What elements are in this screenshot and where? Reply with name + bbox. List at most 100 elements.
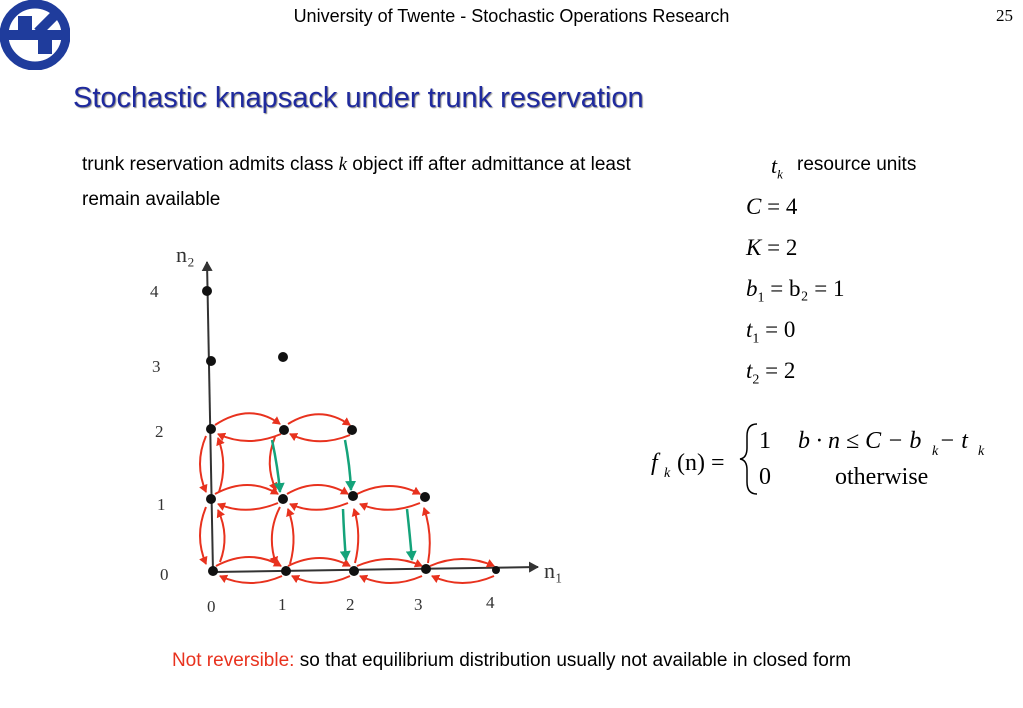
y-tick-label: 4 [150, 282, 159, 301]
transition-arrow [429, 558, 495, 568]
state-dot [349, 566, 359, 576]
formula-brace [739, 423, 758, 495]
case1-sub-1: k [932, 444, 939, 459]
transition-arrow [431, 574, 495, 584]
y-axis-label: n₂ [176, 242, 195, 267]
transition-arrow [291, 575, 351, 584]
transition-arrow [219, 574, 283, 584]
x-tick-label: 1 [278, 595, 287, 614]
param-t1: t1 = 0 [746, 317, 796, 347]
transition-arrow [356, 485, 421, 495]
transition-arrow [217, 502, 279, 511]
y-axis-arrow [201, 261, 214, 573]
param-sizes: b1 = b₂ = 1 [746, 276, 845, 306]
states [202, 286, 500, 576]
state-dot [206, 356, 216, 366]
page-number: 25 [996, 6, 1013, 25]
tk-subscript: k [777, 166, 783, 182]
state-dot [420, 492, 430, 502]
y-tick-label: 2 [155, 422, 164, 441]
transition-arrow [287, 557, 351, 567]
state-dot [202, 286, 212, 296]
parameter-list: C = 4 K = 2 b1 = b₂ = 1 t1 = 0 t2 = 2 [746, 192, 844, 397]
param-capacity: C = 4 [746, 194, 798, 219]
tk-symbol: t [771, 153, 778, 178]
state-dot [278, 494, 288, 504]
state-dot [421, 564, 431, 574]
param-classes: K = 2 [746, 235, 798, 260]
transition-arrow [214, 412, 281, 426]
transition-arrow [217, 432, 282, 442]
transition-arrow [199, 506, 208, 565]
state-dot [347, 425, 357, 435]
formula-lhs-arg: (n) = [677, 450, 725, 476]
axes [201, 261, 539, 573]
x-tick-labels: 0 1 2 3 4 [207, 593, 495, 616]
transition-arrow [287, 413, 351, 426]
x-axis-arrow [212, 561, 539, 573]
transition-arrow [214, 484, 279, 495]
slide-title: Stochastic knapsack under trunk reservat… [73, 82, 644, 114]
university-logo-icon [0, 0, 70, 70]
footer-note: Not reversible: so that equilibrium dist… [0, 650, 1023, 672]
blocked-transition-arrow [270, 439, 285, 493]
blocked-transition-arrow [405, 508, 417, 561]
state-dot [492, 566, 500, 574]
state-dot [278, 352, 288, 362]
y-tick-label: 0 [160, 565, 169, 584]
state-dot [208, 566, 218, 576]
state-dot [281, 566, 291, 576]
description-text-a: trunk reservation admits class [82, 154, 339, 175]
state-dot [348, 491, 358, 501]
y-tick-label: 3 [152, 357, 161, 376]
transition-arrow [351, 508, 361, 564]
transition-arrow [216, 509, 226, 563]
y-tick-label: 1 [157, 495, 166, 514]
transition-arrow [356, 558, 423, 568]
transition-arrow [286, 508, 295, 565]
transition-arrow [421, 507, 431, 564]
description-line-2: remain available [82, 189, 221, 210]
case1-condition: b · n ≤ C − b [798, 428, 921, 454]
description-text-b: object iff after admittance at least [347, 154, 631, 175]
formula-lhs: f [651, 450, 661, 476]
formula-lhs-sub: k [664, 466, 671, 481]
case1-value: 1 [759, 428, 771, 454]
transition-arrow [216, 437, 225, 493]
state-dot [279, 425, 289, 435]
param-t2: t2 = 2 [746, 358, 796, 388]
class-k-variable: k [338, 154, 348, 175]
case1-tail: − t [939, 428, 969, 454]
transition-arrow [359, 574, 423, 584]
transition-arrow [215, 556, 282, 567]
red-transitions [199, 412, 495, 584]
transition-arrow [289, 433, 351, 443]
case1-sub-2: k [978, 444, 985, 459]
description-line-1: trunk reservation admits class k object … [82, 154, 631, 176]
x-tick-label: 2 [346, 595, 355, 614]
footer-text: so that equilibrium distribution usually… [294, 650, 852, 671]
state-dot [206, 424, 216, 434]
description-text-c: resource units [797, 154, 917, 175]
transition-arrow [199, 435, 208, 493]
admission-formula: f k (n) = 1 b · n ≤ C − b k − t k 0 othe… [651, 423, 985, 495]
footer-highlight: Not reversible: [171, 650, 295, 671]
transition-arrow [286, 484, 349, 495]
transition-arrow [359, 502, 421, 511]
transition-arrow [289, 502, 349, 512]
case2-value: 0 [759, 464, 771, 490]
y-tick-labels: 4 3 2 1 0 [150, 282, 169, 584]
blocked-transition-arrow [339, 508, 351, 561]
axis-labels: n₂ n₁ [176, 242, 563, 583]
blocked-transition-arrow [343, 439, 357, 491]
blocked-transitions [270, 439, 417, 561]
tk-variable: tk [771, 153, 783, 182]
state-dot [206, 494, 216, 504]
x-tick-label: 4 [486, 593, 495, 612]
case2-condition: otherwise [835, 464, 928, 490]
x-tick-label: 0 [207, 597, 216, 616]
transition-arrow [269, 506, 281, 565]
x-tick-label: 3 [414, 595, 423, 614]
x-axis-label: n₁ [544, 558, 563, 583]
